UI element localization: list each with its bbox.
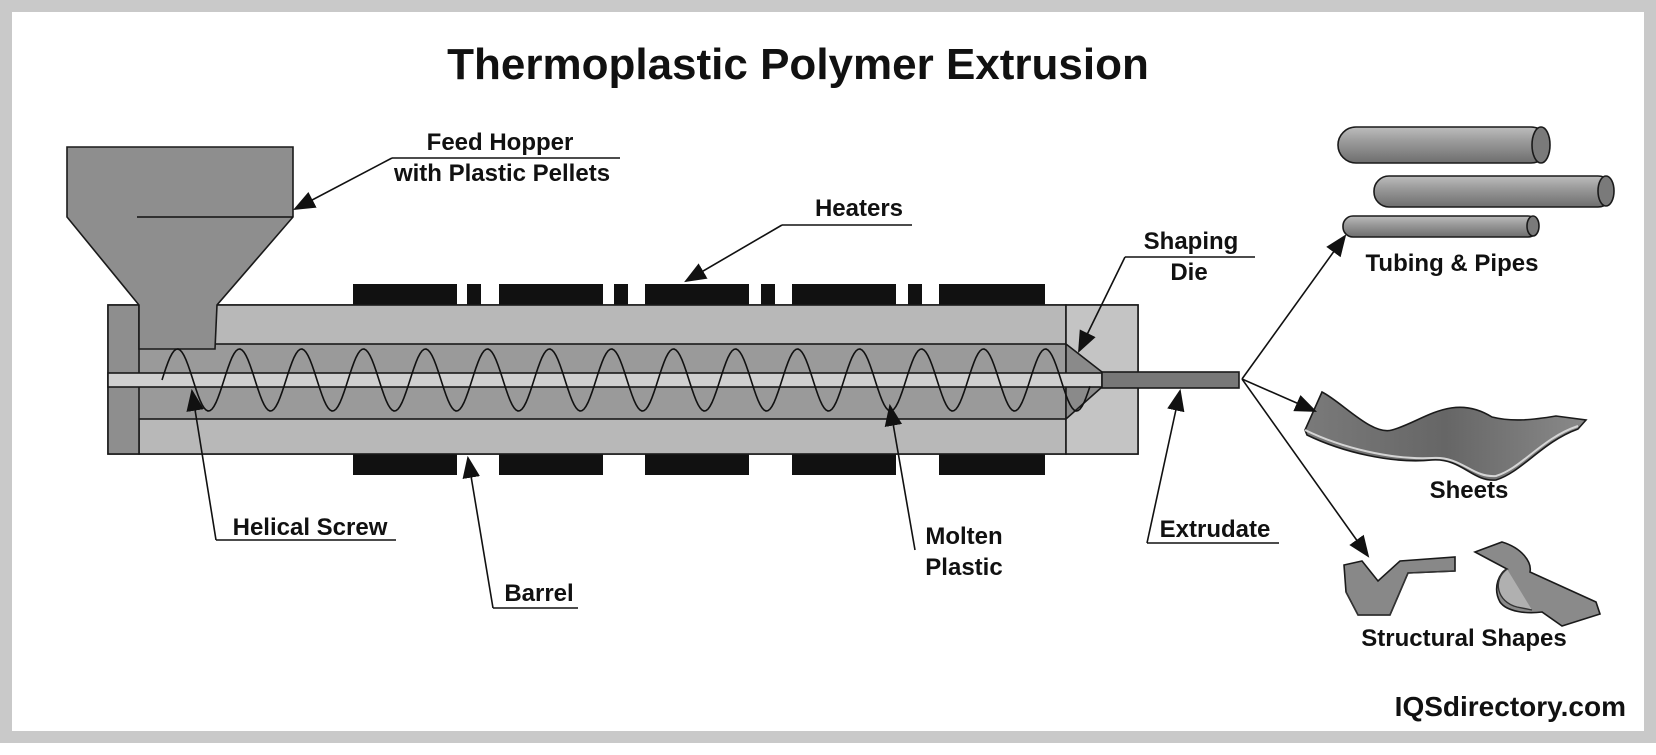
barrel-label: Barrel — [504, 580, 573, 607]
tubing-pipes-illustration — [1337, 126, 1615, 238]
structural-shapes-illustration — [1343, 541, 1602, 627]
extrudate-strip — [1101, 371, 1240, 389]
feed-hopper-label-2: with Plastic Pellets — [393, 160, 610, 187]
shaping-die-label: Shaping — [1144, 228, 1239, 255]
molten-plastic-label-2: Plastic — [925, 554, 1002, 581]
shaping-die-label-2: Die — [1170, 259, 1207, 286]
structural-shapes-label: Structural Shapes — [1361, 625, 1566, 652]
molten-plastic-label: Molten — [925, 523, 1002, 550]
heaters-bottom — [353, 444, 1045, 475]
feed-hopper-label: Feed Hopper — [427, 129, 574, 156]
extrudate-label: Extrudate — [1160, 516, 1271, 543]
labels: Feed Hopper with Plastic Pellets Heaters… — [233, 129, 1567, 652]
brand-watermark: IQSdirectory.com — [1395, 691, 1626, 722]
tubing-pipes-label: Tubing & Pipes — [1366, 250, 1539, 277]
helical-screw-label: Helical Screw — [233, 514, 388, 541]
helical-screw — [161, 348, 1091, 412]
sheets-label: Sheets — [1430, 477, 1509, 504]
diagram-title: Thermoplastic Polymer Extrusion — [447, 40, 1149, 89]
leader-lines — [186, 157, 1370, 609]
extrusion-diagram: Thermoplastic Polymer Extrusion — [66, 40, 1626, 722]
feed-hopper — [66, 146, 294, 350]
heaters-label: Heaters — [815, 195, 903, 222]
sheets-illustration — [1304, 390, 1588, 481]
